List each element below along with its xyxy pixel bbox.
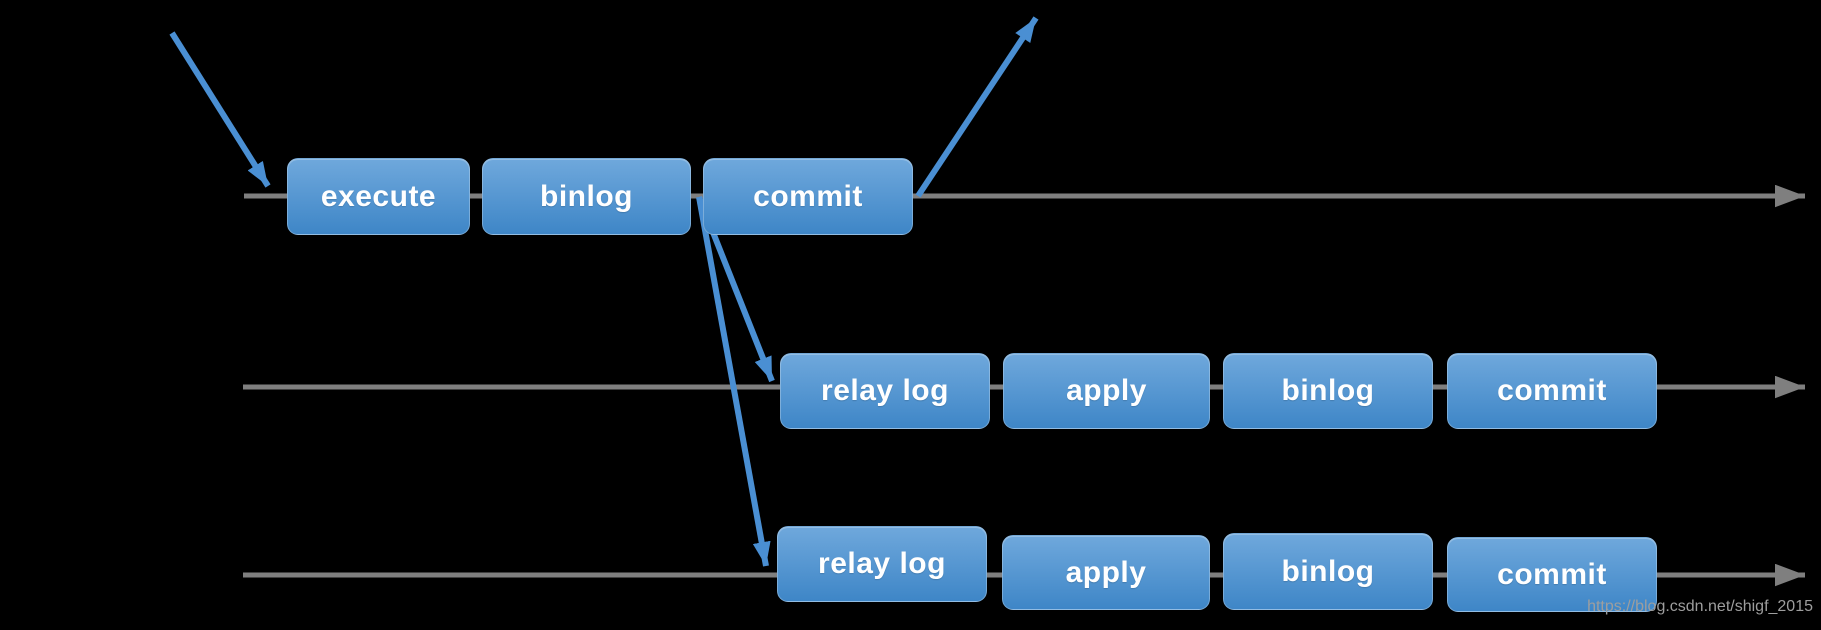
slave-a-node-relay-log: relay log [780,353,990,429]
node-label: execute [320,179,437,213]
slave-a-node-apply: apply [1003,353,1210,429]
node-label: relay log [821,374,949,407]
binlog-to-slave-b-arrow [696,196,771,567]
node-label: commit [753,179,863,213]
incoming-request-arrow [169,31,271,188]
slave-b-node-apply: apply [1002,535,1210,610]
node-label: binlog [1281,374,1375,407]
slave-a-node-binlog: binlog [1223,353,1433,429]
slave-b-node-binlog: binlog [1223,533,1433,610]
master-node-binlog: binlog [482,158,691,235]
slave-a-node-commit: commit [1447,353,1657,429]
node-label: apply [1065,555,1147,589]
master-node-execute: execute [287,158,470,235]
node-label: apply [1066,374,1147,407]
slave-b-node-commit: commit [1447,537,1657,612]
slave-b-node-relay-log: relay log [777,526,987,602]
master-node-commit: commit [703,158,913,235]
watermark-url: https://blog.csdn.net/shigf_2015 [1587,598,1813,615]
node-label: binlog [540,179,633,213]
node-label: commit [1497,557,1607,591]
node-label: commit [1497,374,1607,407]
commit-ack-arrow [915,16,1039,198]
node-label: relay log [818,547,946,580]
node-label: binlog [1281,554,1375,588]
